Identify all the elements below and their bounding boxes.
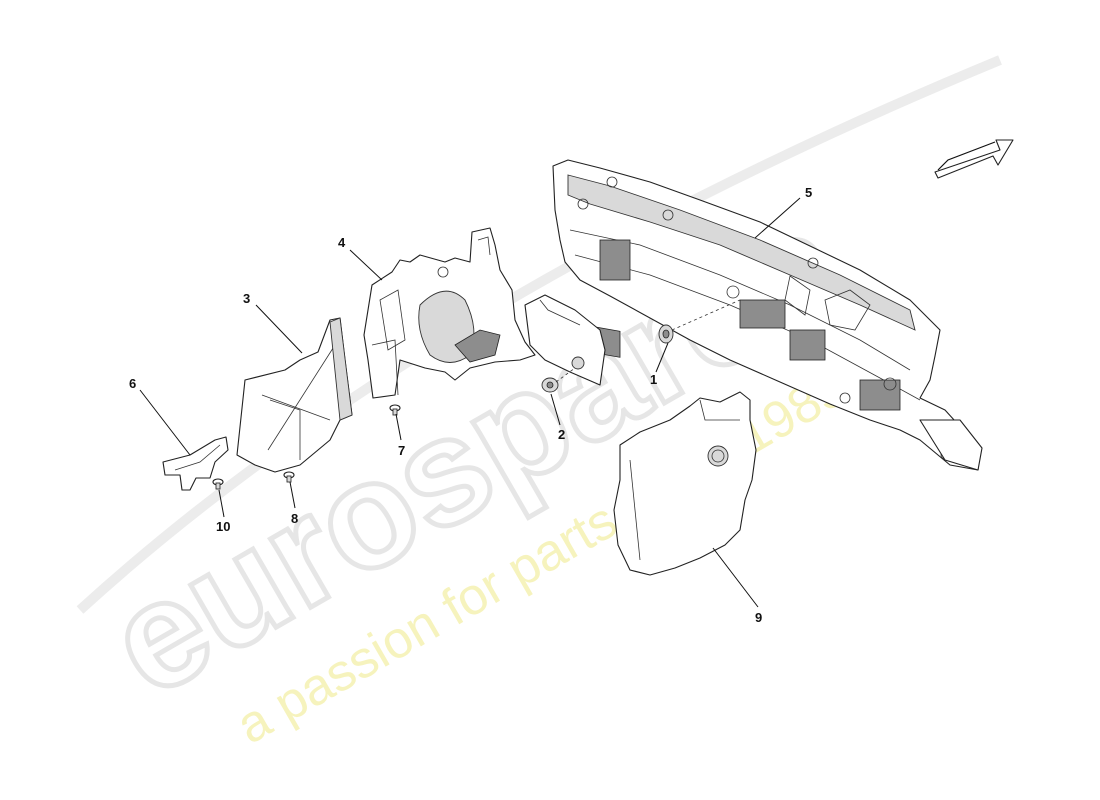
leader-line-8: [289, 481, 296, 509]
fastener-7-screw: [389, 404, 401, 416]
fastener-10-screw: [212, 478, 224, 490]
part-small-tab-panel: [524, 294, 606, 386]
callout-8: 8: [291, 511, 298, 526]
leader-line-4: [349, 249, 383, 281]
leader-line-3: [255, 304, 303, 354]
callout-2: 2: [558, 427, 565, 442]
part-3-side-panel: [236, 317, 353, 473]
part-5-crossmember: [552, 159, 983, 471]
callout-1: 1: [650, 372, 657, 387]
callout-9: 9: [755, 610, 762, 625]
leader-line-2: [550, 393, 561, 426]
leader-line-5: [754, 197, 801, 239]
fastener-8-screw: [283, 471, 295, 483]
part-6-bracket: [162, 436, 229, 491]
callout-10: 10: [216, 519, 230, 534]
callout-5: 5: [805, 185, 812, 200]
leader-line-6: [139, 389, 191, 456]
leader-line-9: [712, 547, 759, 608]
callout-7: 7: [398, 443, 405, 458]
leader-line-1: [655, 342, 669, 373]
leader-line-7: [395, 413, 402, 441]
callout-3: 3: [243, 291, 250, 306]
part-4-bulkhead-panel: [363, 227, 536, 399]
leader-line-10: [218, 489, 225, 518]
direction-arrow-icon: [934, 139, 1014, 179]
assembly-line-1: [671, 299, 741, 331]
fastener-1-nut: [658, 324, 674, 344]
callout-6: 6: [129, 376, 136, 391]
part-9-rear-panel: [613, 391, 757, 576]
fastener-2-nut: [541, 377, 559, 393]
callout-4: 4: [338, 235, 346, 250]
assembly-line-2: [555, 367, 576, 383]
